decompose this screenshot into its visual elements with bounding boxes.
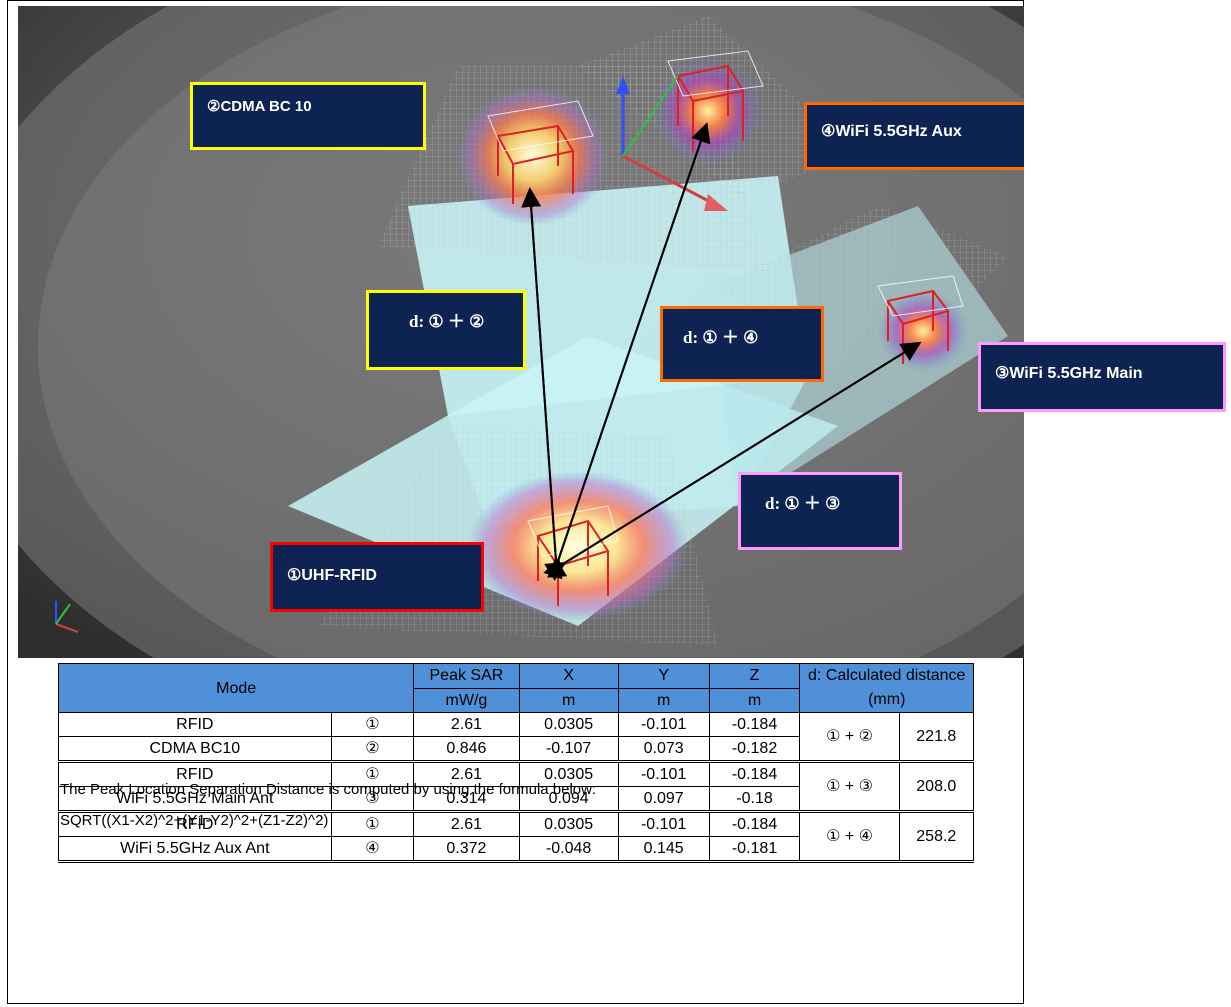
sar-cell: 0.372 [413, 836, 520, 862]
formula-description: The Peak Location Separation Distance is… [60, 781, 597, 798]
y-cell: 0.073 [617, 736, 710, 762]
z-cell: -0.182 [708, 736, 801, 762]
header-distance: d: Calculated distance (mm) [799, 663, 974, 713]
z-cell: -0.184 [708, 712, 801, 737]
z-cell: -0.18 [708, 786, 801, 812]
pair-cell: ① + ④ [799, 810, 900, 862]
distance-label-1-3: d: ① ＋ ③ [738, 472, 902, 550]
wifi-aux-label: ④WiFi 5.5GHz Aux [804, 102, 1024, 170]
z-cell: -0.184 [708, 810, 801, 837]
table-row: RFID ① 2.61 0.0305 -0.101 -0.184 ① + ③ 2… [58, 760, 975, 812]
formula: SQRT((X1-X2)^2+(Y1-Y2)^2+(Z1-Z2)^2) [60, 812, 329, 829]
distance-label-1-2: d: ① ＋ ② [366, 290, 526, 370]
distance-cell: 221.8 [898, 712, 975, 762]
cdma-label: ②CDMA BC 10 [190, 82, 426, 150]
unit-y: m [617, 687, 710, 713]
x-cell: -0.048 [518, 836, 619, 862]
pair-cell: ① + ③ [799, 760, 900, 812]
pair-cell: ① + ② [799, 712, 900, 762]
unit-sar: mW/g [413, 687, 520, 713]
rfid-label: ①UHF-RFID [270, 542, 484, 612]
sar-cell: 2.61 [413, 810, 520, 837]
table-row: WiFi 5.5GHz Aux Ant ④ 0.372 -0.048 0.145… [58, 836, 974, 862]
unit-z: m [708, 687, 801, 713]
mode-cell: WiFi 5.5GHz Main Ant [58, 786, 332, 812]
y-cell: 0.145 [617, 836, 710, 862]
table-row: RFID ① 2.61 0.0305 -0.101 -0.184 ① + ② 2… [58, 712, 975, 762]
id-cell: ④ [330, 836, 415, 862]
header-x: X [518, 663, 619, 689]
table-header-row: Mode Peak SAR X Y Z d: Calculated distan… [57, 663, 974, 713]
table-unit-row: mW/g m m m [59, 687, 974, 713]
y-cell: -0.101 [617, 760, 710, 787]
mode-cell: WiFi 5.5GHz Aux Ant [58, 836, 332, 862]
x-cell: 0.0305 [518, 810, 619, 837]
id-cell: ① [330, 712, 415, 737]
unit-x: m [518, 687, 619, 713]
y-cell: -0.101 [617, 810, 710, 837]
sar-cell: 2.61 [413, 712, 520, 737]
distance-cell: 208.0 [898, 760, 975, 812]
header-peak-sar: Peak SAR [413, 663, 520, 689]
x-cell: -0.107 [518, 736, 619, 762]
y-cell: 0.097 [617, 786, 710, 812]
mode-cell: RFID [58, 712, 332, 737]
sar-table: Mode Peak SAR X Y Z d: Calculated distan… [57, 663, 975, 863]
y-cell: -0.101 [617, 712, 710, 737]
table-row: RFID ① 2.61 0.0305 -0.101 -0.184 ① + ④ 2… [58, 810, 975, 862]
sar-simulation-image: ②CDMA BC 10 ④WiFi 5.5GHz Aux ③WiFi 5.5GH… [18, 6, 1024, 658]
x-cell: 0.0305 [518, 760, 619, 787]
header-y: Y [617, 663, 710, 689]
distance-label-1-4: d: ① ＋ ④ [660, 306, 824, 382]
id-cell: ① [330, 810, 415, 837]
header-z: Z [708, 663, 801, 689]
id-cell: ② [330, 736, 415, 762]
x-cell: 0.0305 [518, 712, 619, 737]
z-cell: -0.184 [708, 760, 801, 787]
wifi-main-label-ext: ③WiFi 5.5GHz Main [978, 342, 1226, 412]
sar-cell: 0.846 [413, 736, 520, 762]
z-cell: -0.181 [708, 836, 801, 862]
header-mode: Mode [57, 663, 415, 713]
distance-cell: 258.2 [898, 810, 975, 862]
id-cell: ① [330, 760, 415, 787]
mode-cell: CDMA BC10 [58, 736, 332, 762]
